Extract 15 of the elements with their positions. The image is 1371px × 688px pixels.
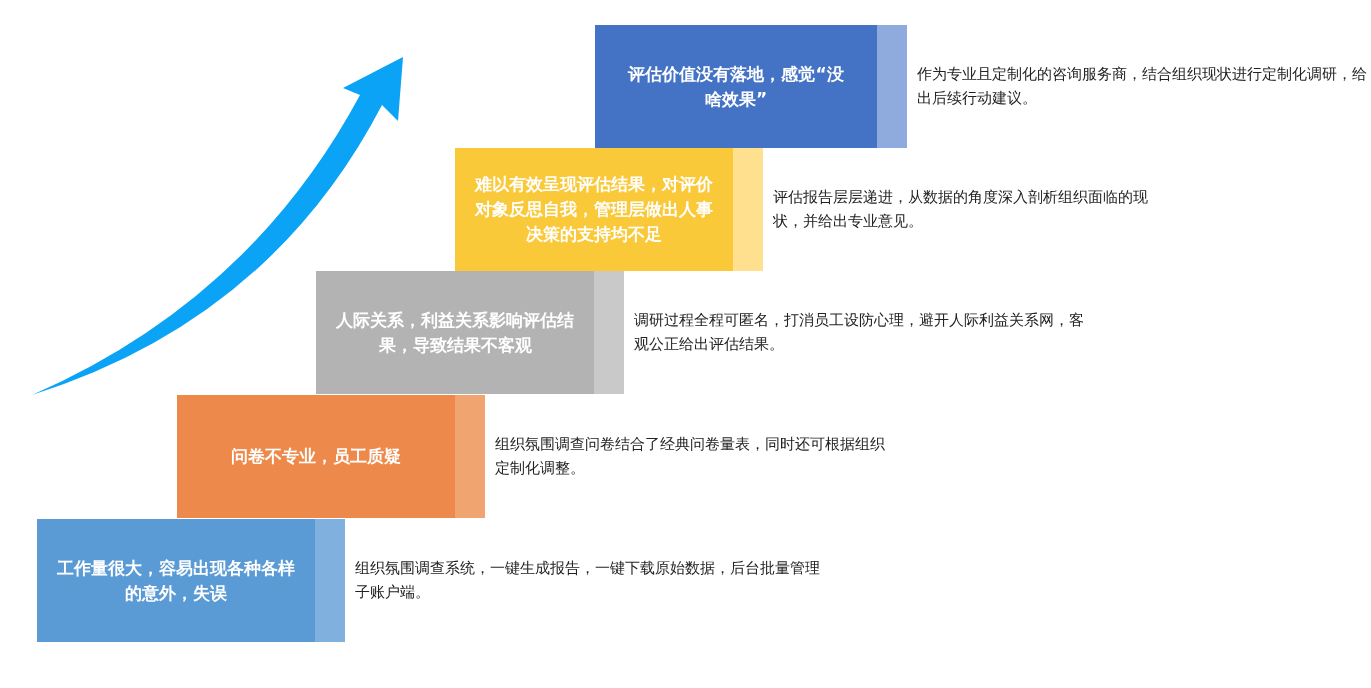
step-box: [37, 519, 315, 642]
step-box: [316, 271, 594, 394]
step-title: 人际关系，利益关系影响评估结果，导致结果不客观: [335, 308, 575, 357]
step-title: 问卷不专业，员工质疑: [230, 445, 402, 468]
step-description: 评估报告层层递进，从数据的角度深入剖析组织面临的现状，并给出专业意见。: [773, 187, 1149, 232]
step-box: [177, 395, 455, 518]
step-description: 调研过程全程可匿名，打消员工设防心理，避开人际利益关系网，客观公正给出评估结果。: [634, 310, 1084, 355]
step-description: 组织氛围调查系统，一键生成报告，一键下载原始数据，后台批量管理子账户端。: [355, 558, 821, 603]
step-title: 评估价值没有落地，感觉“没啥效果”: [626, 62, 845, 111]
step-description: 作为专业且定制化的咨询服务商，结合组织现状进行定制化调研，给出后续行动建议。: [917, 64, 1367, 109]
step-box: [595, 25, 877, 148]
step-title: 难以有效呈现评估结果，对评价对象反思自我，管理层做出人事决策的支持均不足: [473, 173, 714, 246]
step-title: 工作量很大，容易出现各种各样的意外，失误: [56, 556, 296, 605]
step-description: 组织氛围调查问卷结合了经典问卷量表，同时还可根据组织定制化调整。: [495, 434, 886, 479]
step-box: [455, 148, 733, 271]
